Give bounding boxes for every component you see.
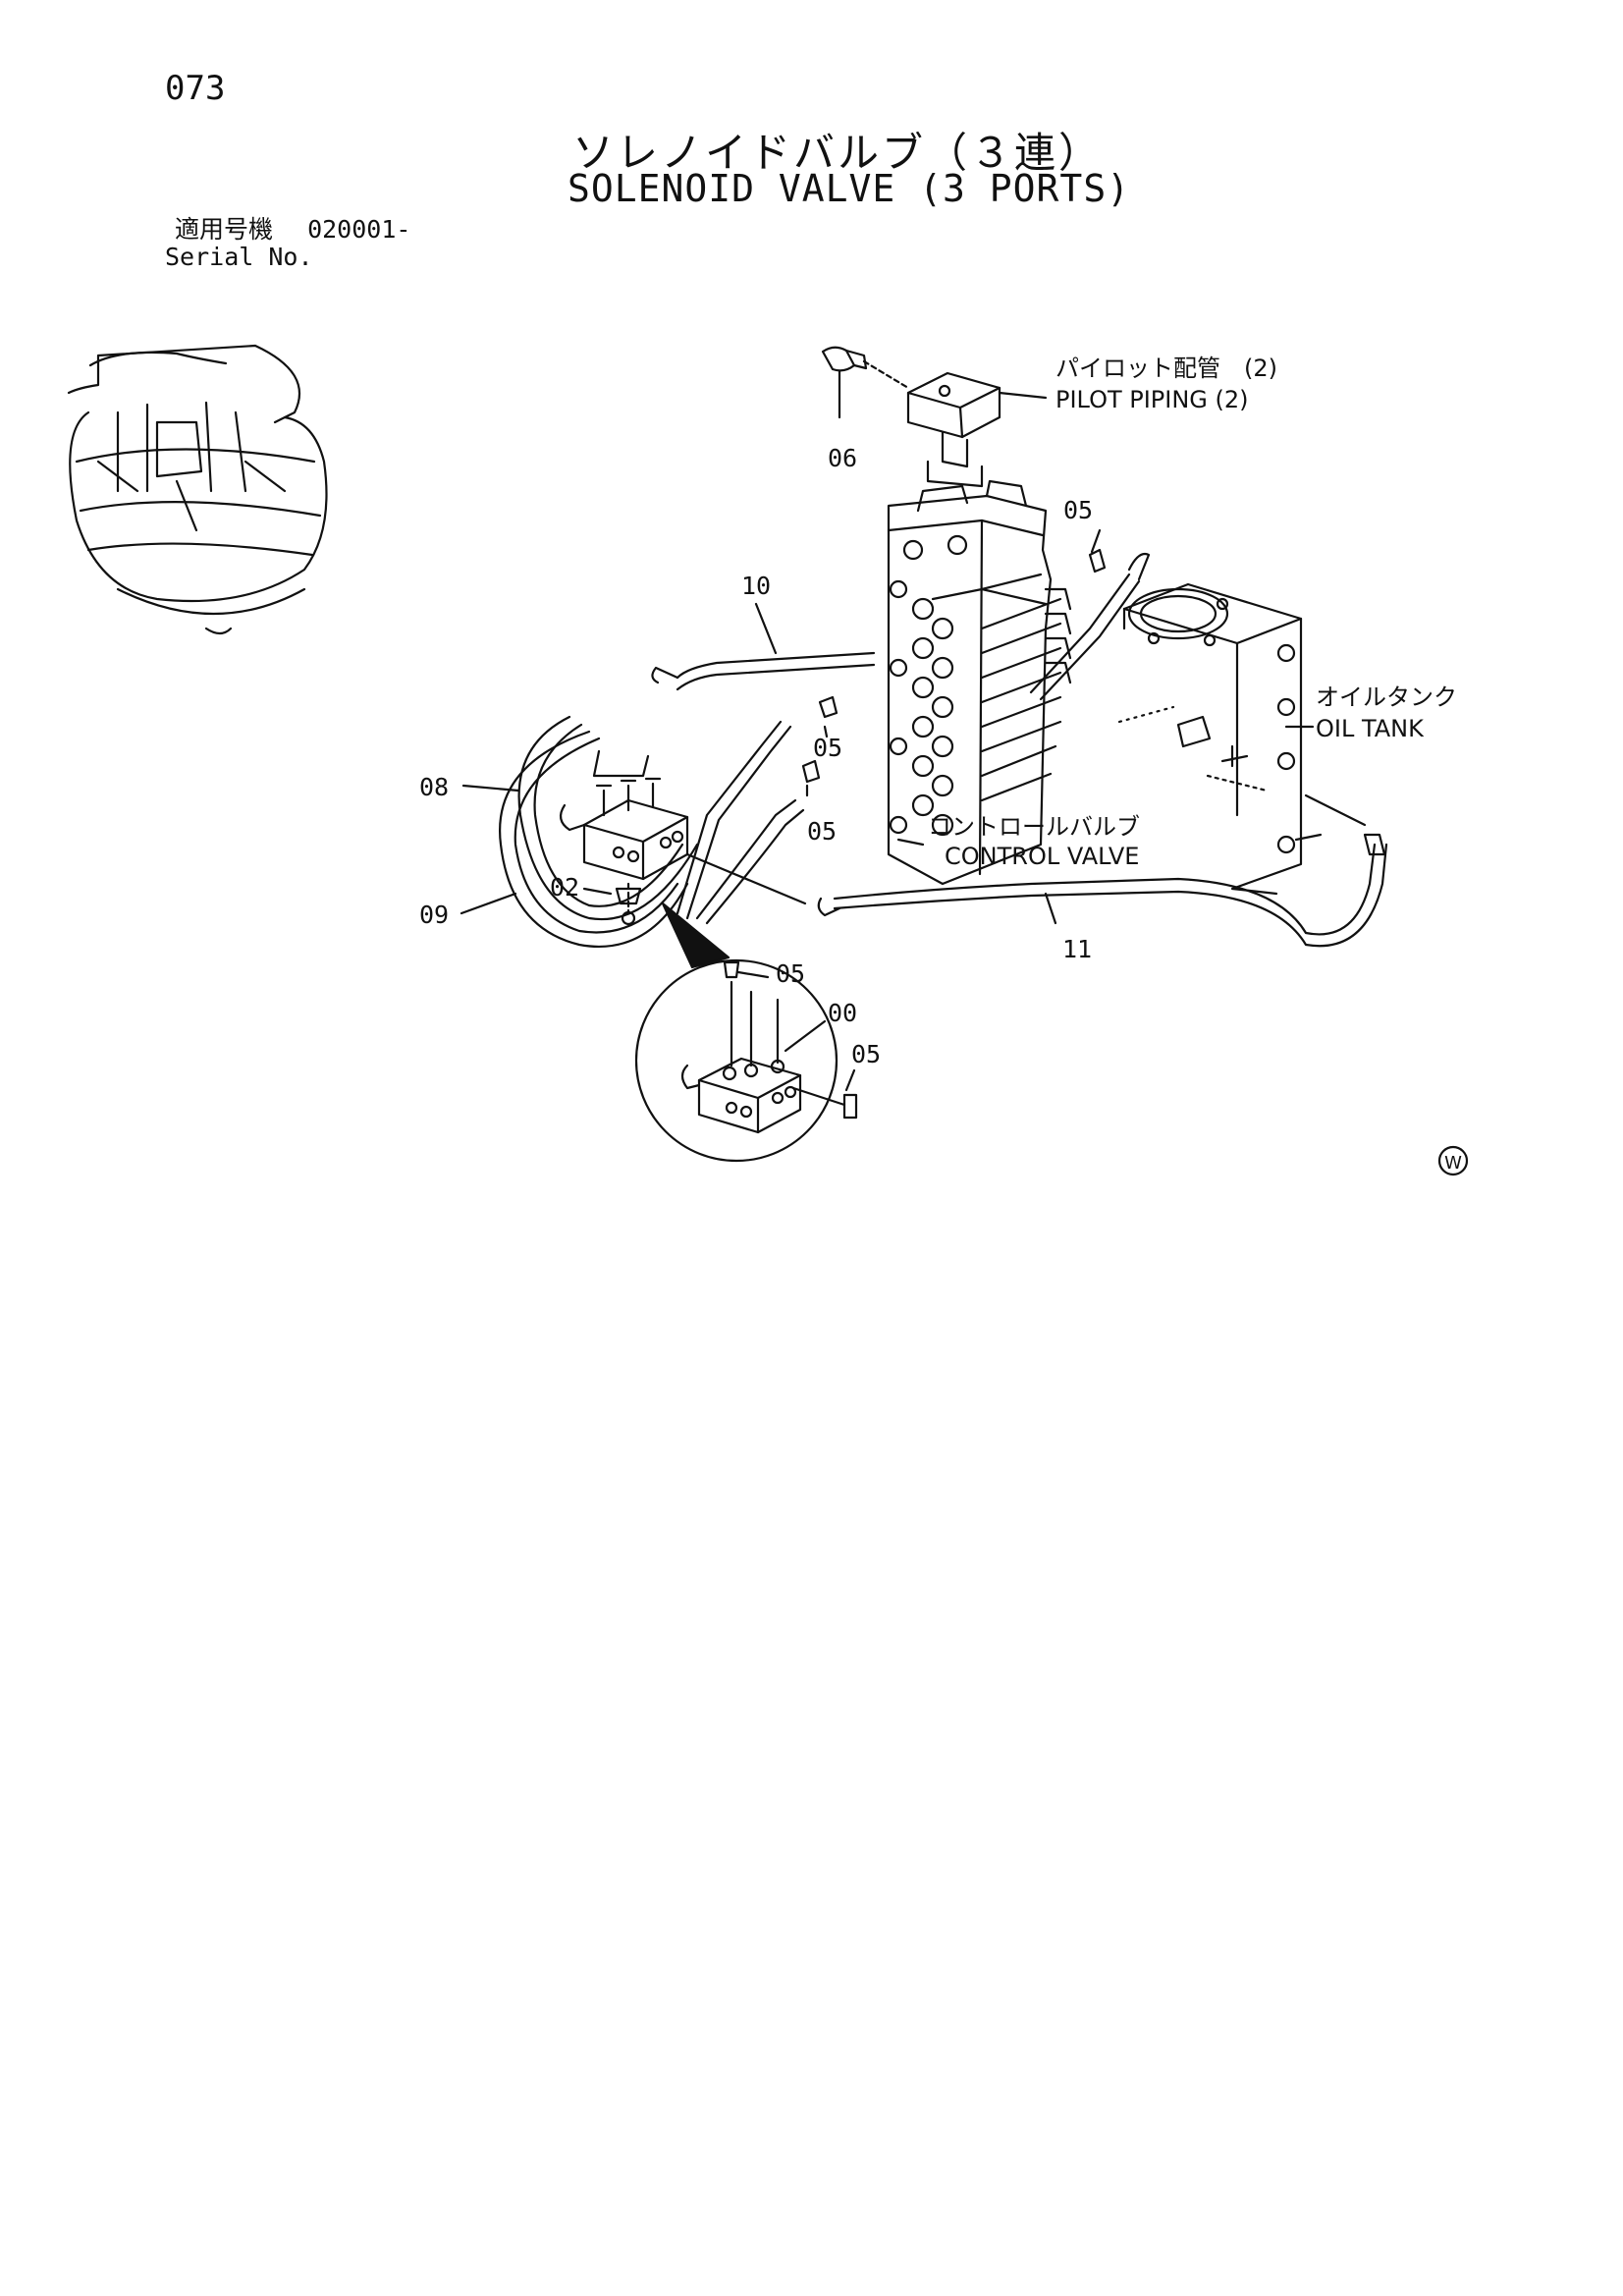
serial-line-jp: 適用号機 020001- — [165, 216, 410, 244]
part-number-08: 08 — [419, 773, 449, 801]
part-number-09: 09 — [419, 901, 449, 929]
part-number-05-top: 05 — [1063, 496, 1093, 524]
part-number-05-a: 05 — [813, 734, 842, 762]
oil-tank-label-jp: オイルタンク — [1316, 683, 1457, 711]
oil-tank-drawing — [1117, 582, 1303, 896]
serial-block: 適用号機 020001- Serial No. — [165, 216, 410, 271]
part-number-00: 00 — [828, 999, 857, 1027]
control-valve-drawing — [887, 479, 1072, 886]
page-number: 073 — [165, 69, 226, 108]
part-number-06: 06 — [828, 444, 857, 472]
detail-view-drawing — [634, 902, 858, 1163]
title-english: SOLENOID VALVE (3 PORTS) — [568, 167, 1131, 210]
control-valve-ports — [889, 534, 968, 837]
revision-mark: W — [1444, 1153, 1462, 1174]
part-number-11: 11 — [1062, 935, 1092, 963]
control-valve-spools — [980, 587, 1072, 802]
part-number-05-b: 05 — [807, 817, 837, 846]
oil-tank-label-en: OIL TANK — [1316, 715, 1425, 742]
title-japanese: ソレノイドバルブ（３連） — [572, 129, 1104, 177]
pilot-piping-label-en: PILOT PIPING (2) — [1055, 386, 1249, 413]
solenoid-valve-drawing — [559, 749, 689, 926]
part-number-05-detail-b: 05 — [851, 1040, 881, 1068]
pilot-piping-label-jp: パイロット配管 (2) — [1055, 355, 1277, 382]
pilot-piping-block-drawing — [821, 346, 1001, 488]
serial-value: 020001- — [307, 215, 411, 244]
machine-overview-drawing — [67, 344, 328, 635]
fittings — [615, 548, 1107, 905]
part-number-02: 02 — [550, 873, 579, 902]
revision-mark-circle — [1437, 1145, 1469, 1176]
part-number-10: 10 — [741, 572, 771, 600]
part-number-05-detail-a: 05 — [776, 959, 805, 988]
serial-label-jp: 適用号機 — [175, 215, 274, 244]
serial-label-en: Serial No. — [165, 243, 313, 271]
control-valve-label-jp: コントロールバルブ — [928, 813, 1140, 841]
control-valve-label-en: CONTROL VALVE — [945, 843, 1139, 870]
leader-lines — [460, 391, 1323, 925]
